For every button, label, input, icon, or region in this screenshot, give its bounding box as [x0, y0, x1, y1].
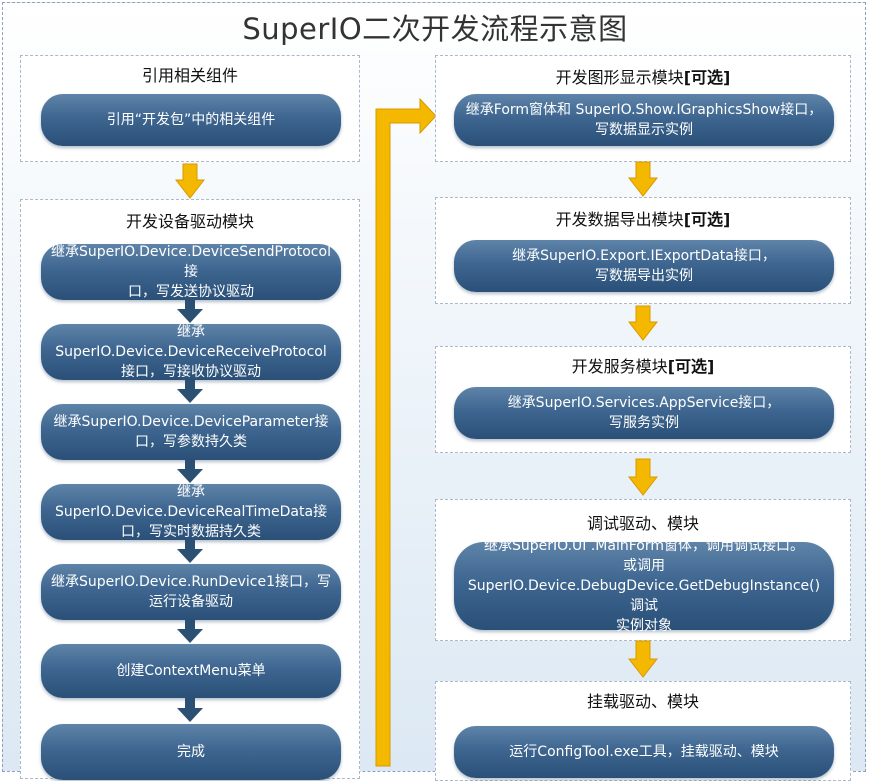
step-reference-package: 引用“开发包”中的相关组件: [41, 94, 341, 146]
step-text: 接口，写接收协议驱动: [121, 364, 261, 380]
section-title: 引用相关组件: [141, 66, 238, 85]
step-text: 继承SuperIO.UI .MainForm窗体，调用调试接口。: [483, 538, 804, 554]
step-text: 运行设备驱动: [148, 594, 233, 610]
step-text: 创建ContextMenu菜单: [116, 663, 266, 679]
down-arrow-icon: [177, 619, 203, 643]
down-arrow-icon: [627, 458, 659, 496]
optional-tag: [可选]: [683, 210, 731, 229]
step-text: 写服务实例: [609, 415, 679, 431]
step-text: 写数据显示实例: [595, 122, 693, 138]
section-services: 开发服务模块[可选] 继承SuperIO.Services.AppService…: [435, 346, 851, 453]
step-text: 继承SuperIO.Device.DeviceSendProtocol接: [51, 244, 331, 280]
down-arrow-icon: [627, 305, 659, 341]
step-context-menu: 创建ContextMenu菜单: [41, 644, 341, 698]
down-arrow-icon: [177, 379, 203, 403]
section-data-export: 开发数据导出模块[可选] 继承SuperIO.Export.IExportDat…: [435, 197, 851, 304]
step-realtime-data: 继承SuperIO.Device.DeviceRealTimeData接口，写实…: [41, 484, 341, 540]
section-title-text: 开发服务模块: [571, 357, 668, 376]
optional-tag: [可选]: [683, 68, 731, 87]
step-app-service: 继承SuperIO.Services.AppService接口， 写服务实例: [454, 387, 834, 439]
section-title: 开发服务模块[可选]: [436, 353, 850, 377]
step-text: 口，写实时数据持久类: [121, 524, 261, 540]
step-complete: 完成: [41, 724, 341, 780]
step-text: 继承SuperIO.Services.AppService接口，: [507, 395, 781, 411]
step-text: 继承SuperIO.Device.DeviceParameter接: [53, 414, 329, 430]
step-text: 继承SuperIO.Device.RunDevice1接口，写: [50, 574, 331, 590]
down-arrow-icon: [177, 459, 203, 483]
step-export-data: 继承SuperIO.Export.IExportData接口， 写数据导出实例: [454, 240, 834, 292]
down-arrow-icon: [177, 539, 203, 563]
section-title: 挂载驱动、模块: [586, 692, 699, 711]
optional-tag: [可选]: [667, 357, 715, 376]
section-device-driver: 开发设备驱动模块 继承SuperIO.Device.DeviceSendProt…: [20, 199, 360, 780]
step-text: 或调用: [623, 558, 665, 574]
section-debug: 调试驱动、模块 继承SuperIO.UI .MainForm窗体，调用调试接口。…: [435, 499, 851, 641]
step-text: 继承SuperIO.Device.DeviceReceiveProtocol: [55, 324, 327, 360]
connector-arrow-icon: [375, 97, 437, 767]
section-title-text: 开发数据导出模块: [555, 210, 684, 229]
step-debug-instance: 继承SuperIO.UI .MainForm窗体，调用调试接口。 或调用 Sup…: [454, 538, 834, 634]
step-text: 实例对象: [616, 618, 672, 634]
step-text: 口，写参数持久类: [135, 434, 247, 450]
step-text: 继承SuperIO.Export.IExportData接口，: [512, 248, 776, 264]
step-text: 完成: [177, 744, 205, 760]
step-send-protocol: 继承SuperIO.Device.DeviceSendProtocol接口，写发…: [41, 244, 341, 300]
down-arrow-icon: [174, 163, 206, 199]
step-text: SuperIO.Device.DebugDevice.GetDebugInsta…: [467, 578, 821, 614]
step-text: 继承Form窗体和 SuperIO.Show.IGraphicsShow接口，: [465, 102, 823, 118]
section-title: 开发图形显示模块[可选]: [436, 64, 850, 88]
section-title: 开发设备驱动模块: [125, 212, 254, 231]
section-title-text: 开发图形显示模块: [555, 68, 684, 87]
down-arrow-icon: [177, 698, 203, 722]
step-text: 引用“开发包”中的相关组件: [106, 112, 276, 128]
section-title: 调试驱动、模块: [586, 514, 699, 533]
step-run-device: 继承SuperIO.Device.RunDevice1接口，写运行设备驱动: [41, 564, 341, 620]
step-text: 运行ConfigTool.exe工具，挂载驱动、模块: [509, 744, 779, 760]
section-mount: 挂载驱动、模块 运行ConfigTool.exe工具，挂载驱动、模块: [435, 681, 851, 781]
step-text: 写数据导出实例: [595, 268, 693, 284]
down-arrow-icon: [627, 161, 659, 197]
step-device-parameter: 继承SuperIO.Device.DeviceParameter接口，写参数持久…: [41, 404, 341, 460]
section-title: 开发数据导出模块[可选]: [436, 206, 850, 230]
step-config-tool: 运行ConfigTool.exe工具，挂载驱动、模块: [454, 726, 834, 778]
section-reference-components: 引用相关组件 引用“开发包”中的相关组件: [20, 55, 360, 162]
diagram-title: SuperIO二次开发流程示意图: [242, 12, 628, 46]
step-graphics-show: 继承Form窗体和 SuperIO.Show.IGraphicsShow接口， 写…: [454, 94, 834, 146]
step-text: 继承SuperIO.Device.DeviceRealTimeData接: [54, 484, 328, 520]
step-receive-protocol: 继承SuperIO.Device.DeviceReceiveProtocol 接口…: [41, 324, 341, 380]
step-text: 口，写发送协议驱动: [128, 284, 254, 300]
down-arrow-icon: [627, 640, 659, 678]
down-arrow-icon: [177, 299, 203, 323]
section-graphics-display: 开发图形显示模块[可选] 继承Form窗体和 SuperIO.Show.IGra…: [435, 55, 851, 162]
